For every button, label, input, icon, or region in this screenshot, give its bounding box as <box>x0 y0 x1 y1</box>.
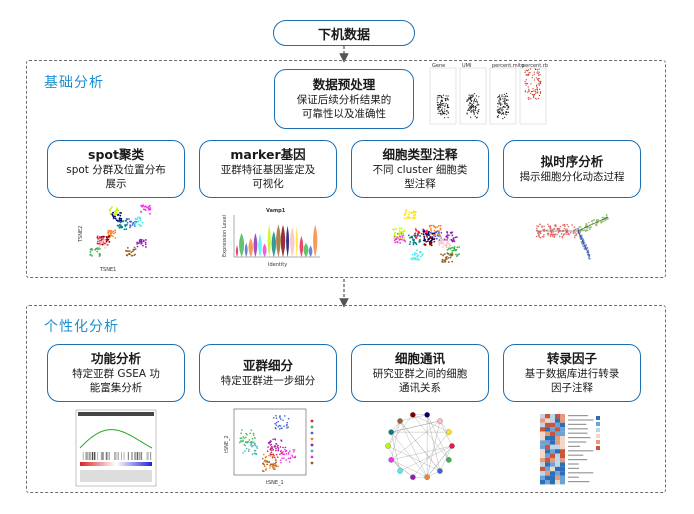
function-analysis-box: 功能分析 特定亚群 GSEA 功 能富集分析 <box>47 344 185 402</box>
personal-analysis-section <box>26 305 666 493</box>
vamp-y-label: Expression Level <box>222 215 228 257</box>
marker-gene-box: marker基因 亚群特征基因鉴定及 可视化 <box>199 140 337 198</box>
pseudotime-trajectory-thumbnail <box>535 213 609 260</box>
cell-type-box: 细胞类型注释 不同 cluster 细胞类 型注释 <box>351 140 489 198</box>
marker-violin-thumbnail: Vamp1 Identity Expression Level <box>222 208 320 268</box>
personal-analysis-title: 个性化分析 <box>44 319 119 335</box>
sub-x-label: tSNE_1 <box>266 480 284 486</box>
cell-type-desc: 不同 cluster 细胞类 型注释 <box>372 164 468 190</box>
tf-title: 转录因子 <box>546 351 597 366</box>
qc-panel-label: percent.rb <box>522 63 548 69</box>
spot-cluster-box: spot聚类 spot 分群及位置分布 展示 <box>47 140 185 198</box>
function-analysis-title: 功能分析 <box>90 351 141 366</box>
tsne-cluster-thumbnail: TSNE1 TSNE2 <box>78 204 152 273</box>
pseudotime-desc: 揭示细胞分化动态过程 <box>519 171 625 183</box>
tf-desc: 基于数据库进行转录 因子注释 <box>524 368 620 394</box>
spot-cluster-title: spot聚类 <box>88 147 144 162</box>
raw-data-node: 下机数据 <box>273 20 415 46</box>
gsea-thumbnail <box>75 409 157 487</box>
cell-communication-desc: 研究亚群之间的细胞 通讯关系 <box>372 368 468 394</box>
cell-annotation-thumbnail <box>392 209 461 264</box>
cell-type-title: 细胞类型注释 <box>382 147 458 162</box>
preprocess-title: 数据预处理 <box>312 77 376 92</box>
qc-panel-label: UMI <box>462 63 471 69</box>
tsne-y-label: TSNE2 <box>78 226 84 243</box>
pseudotime-title: 拟时序分析 <box>540 154 604 169</box>
vamp-title: Vamp1 <box>266 208 286 214</box>
basic-analysis-section <box>26 60 666 278</box>
tsne-x-label: TSNE1 <box>99 267 116 273</box>
cell-communication-title: 细胞通讯 <box>394 351 445 366</box>
preprocess-box: 数据预处理 保证后续分析结果的 可靠性以及准确性 <box>274 69 414 129</box>
subcluster-desc: 特定亚群进一步细分 <box>220 375 316 387</box>
subcluster-title: 亚群细分 <box>242 358 293 373</box>
cell-communication-box: 细胞通讯 研究亚群之间的细胞 通讯关系 <box>351 344 489 402</box>
function-analysis-desc: 特定亚群 GSEA 功 能富集分析 <box>72 368 160 394</box>
qc-panel-label: Gene <box>432 63 445 69</box>
sub-y-label: tSNE_2 <box>224 435 230 453</box>
marker-gene-title: marker基因 <box>230 147 306 162</box>
qc-panel-label: percent.mito <box>492 63 524 69</box>
marker-gene-desc: 亚群特征基因鉴定及 可视化 <box>220 164 316 190</box>
spot-cluster-desc: spot 分群及位置分布 展示 <box>66 164 166 190</box>
vamp-x-label: Identity <box>268 262 287 268</box>
raw-data-label: 下机数据 <box>317 27 370 43</box>
subcluster-box: 亚群细分 特定亚群进一步细分 <box>199 344 337 402</box>
basic-analysis-title: 基础分析 <box>44 75 104 91</box>
tf-heatmap-thumbnail <box>540 414 600 485</box>
preprocess-desc: 保证后续分析结果的 可靠性以及准确性 <box>296 94 392 120</box>
tf-box: 转录因子 基于数据库进行转录 因子注释 <box>503 344 641 402</box>
cell-network-thumbnail <box>385 412 455 480</box>
pseudotime-box: 拟时序分析 揭示细胞分化动态过程 <box>503 140 641 198</box>
subcluster-tsne-thumbnail: tSNE_1 tSNE_2 <box>224 408 314 486</box>
